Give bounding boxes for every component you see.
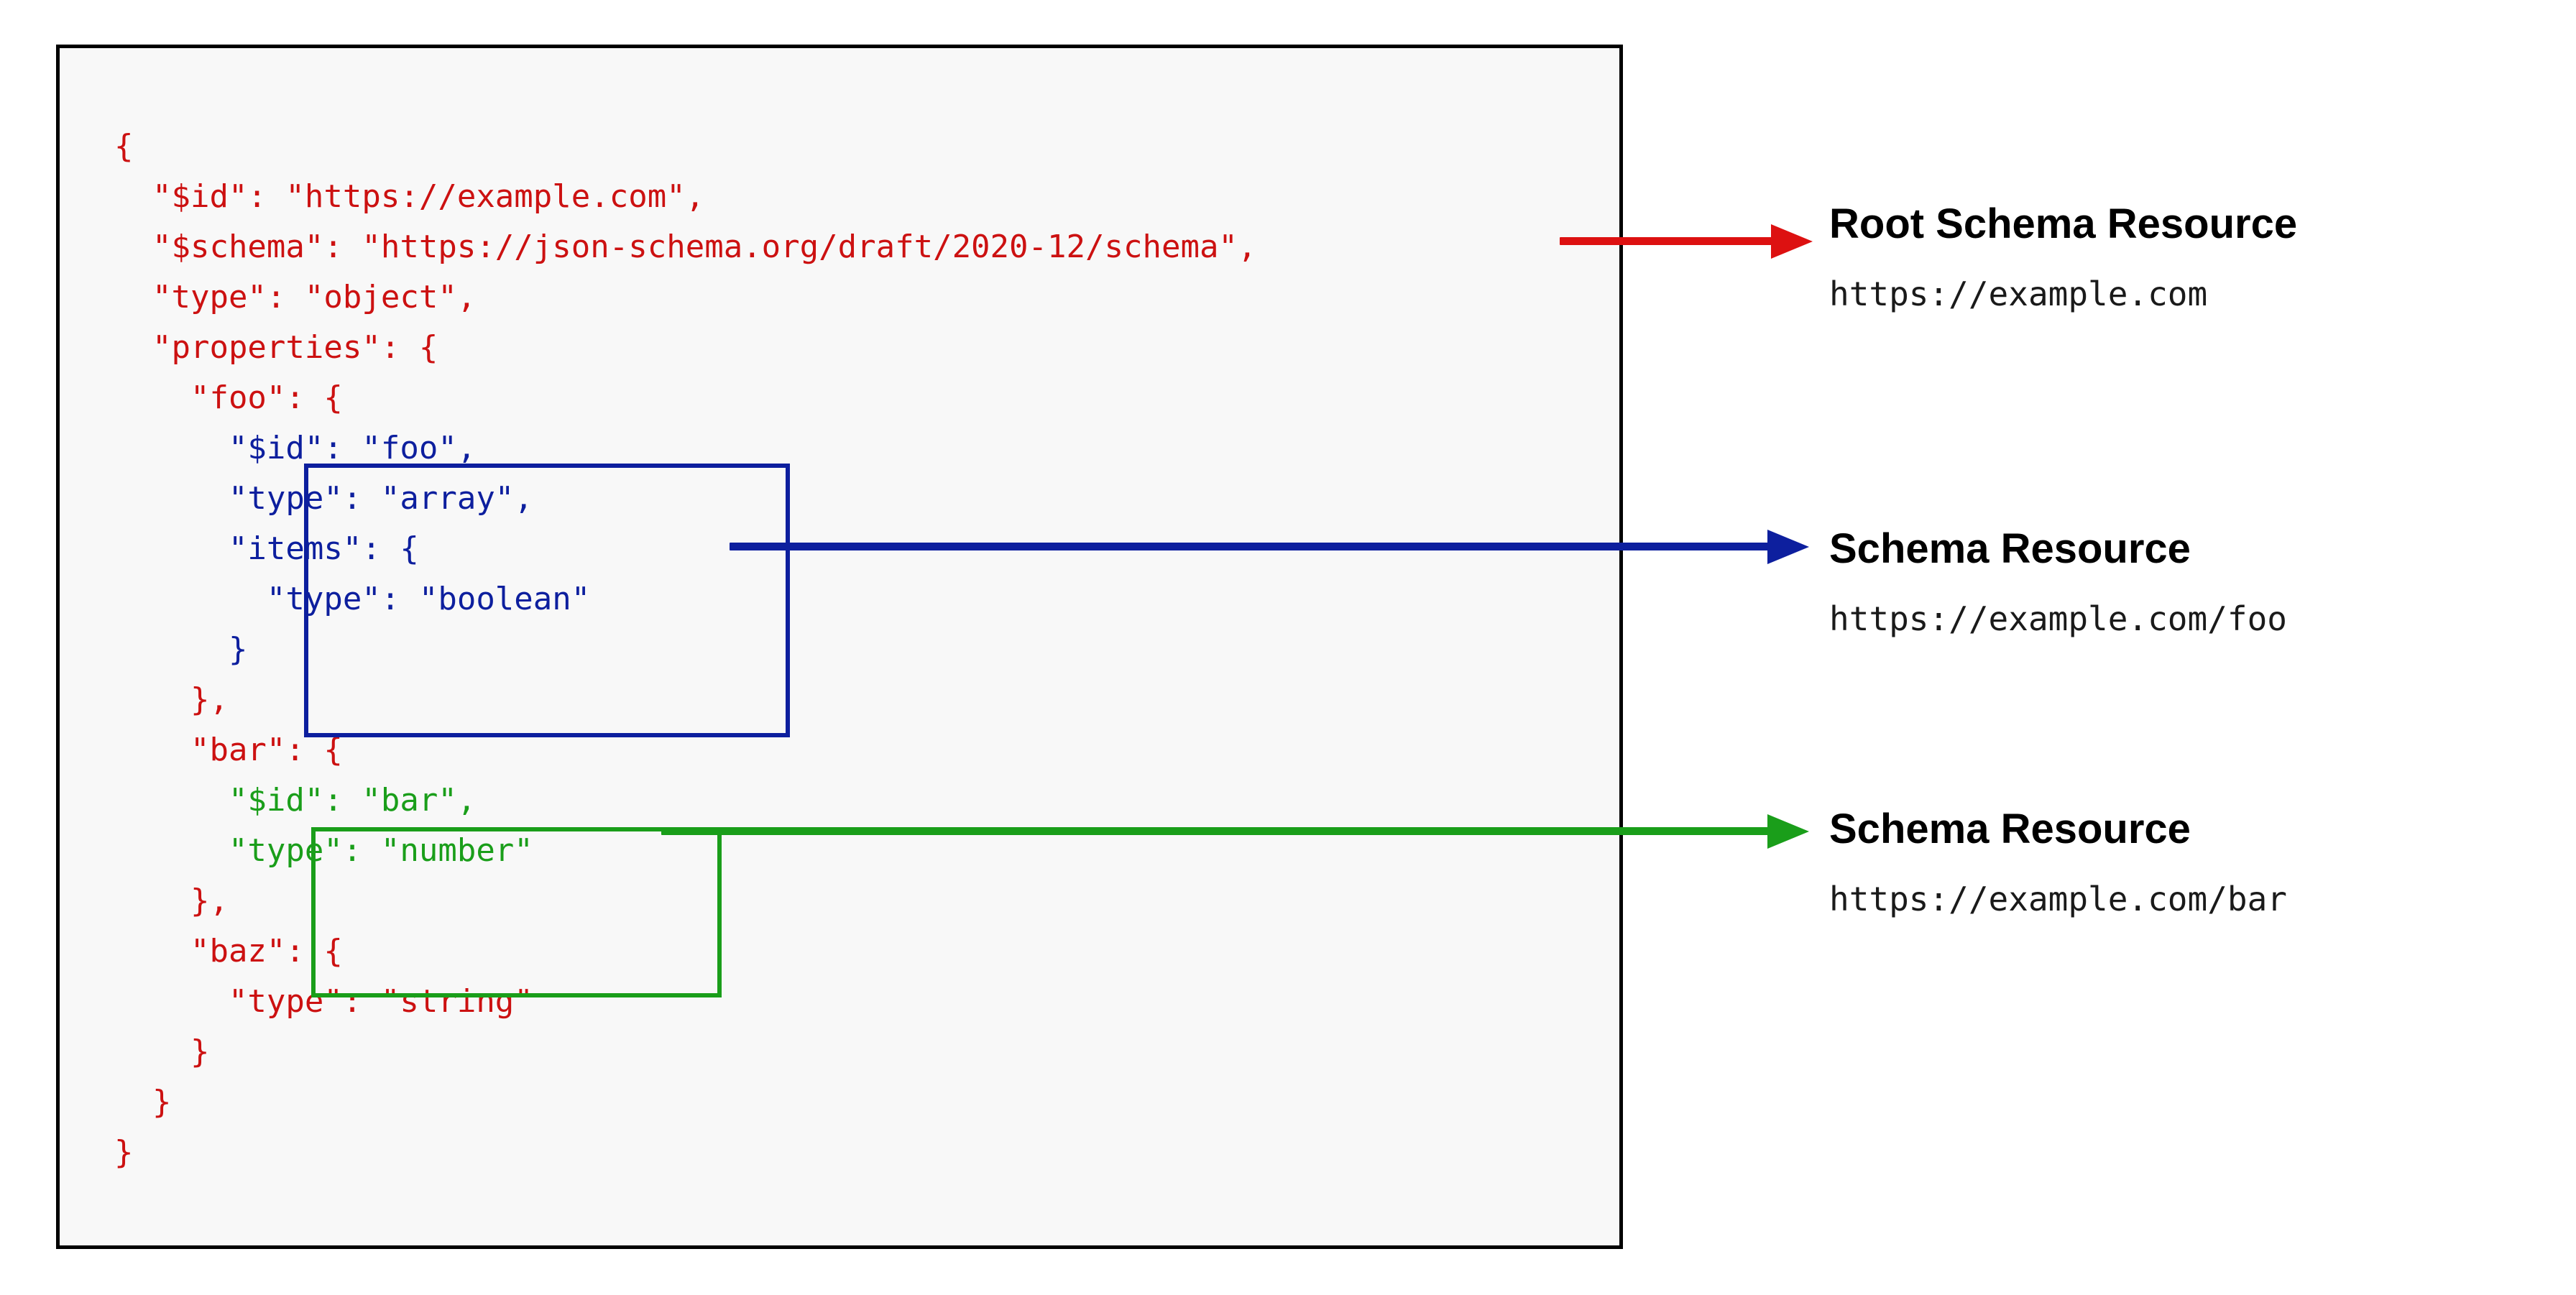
code-line: "$id": "foo", — [114, 430, 477, 466]
code-line: "baz": { — [114, 933, 343, 969]
code-line: "$id": "bar", — [114, 782, 477, 819]
arrow-bar-schema-head-icon — [1767, 814, 1809, 849]
code-panel: { "$id": "https://example.com", "$schema… — [56, 45, 1623, 1249]
annotation-foo-schema: Schema Resource https://example.com/foo — [1829, 526, 2287, 637]
code-line: "$schema": "https://json-schema.org/draf… — [114, 229, 1257, 265]
code-line: }, — [114, 882, 229, 919]
annotation-foo-schema-title: Schema Resource — [1829, 525, 2191, 572]
code-line: } — [114, 631, 248, 668]
json-schema-code-listing: { "$id": "https://example.com", "$schema… — [114, 121, 1256, 1178]
annotation-foo-schema-uri: https://example.com/foo — [1829, 599, 2287, 638]
code-line: } — [114, 1134, 134, 1171]
arrow-root-schema-head-icon — [1771, 224, 1813, 259]
code-line: "foo": { — [114, 379, 343, 416]
code-line: "type": "array", — [114, 480, 533, 517]
arrow-bar-schema-line — [661, 827, 1772, 835]
code-line: } — [114, 1084, 172, 1120]
annotation-root-schema-title: Root Schema Resource — [1829, 201, 2298, 247]
arrow-root-schema-line — [1560, 237, 1775, 245]
annotation-root-schema: Root Schema Resource https://example.com — [1829, 201, 2297, 312]
annotation-bar-schema-uri: https://example.com/bar — [1829, 879, 2287, 918]
annotation-bar-schema-title: Schema Resource — [1829, 806, 2191, 852]
code-line: } — [114, 1033, 210, 1070]
arrow-foo-schema-line — [730, 543, 1772, 550]
code-line: "type": "boolean" — [114, 581, 591, 617]
highlight-box-bar-schema — [311, 827, 722, 997]
code-line: "properties": { — [114, 329, 438, 366]
code-line: "bar": { — [114, 732, 343, 768]
code-line: "type": "string" — [114, 983, 533, 1020]
highlight-box-foo-schema — [304, 464, 790, 737]
code-line: "$id": "https://example.com", — [114, 178, 705, 215]
code-line: "type": "object", — [114, 279, 477, 315]
annotation-bar-schema: Schema Resource https://example.com/bar — [1829, 806, 2287, 917]
annotation-root-schema-uri: https://example.com — [1829, 274, 2208, 313]
code-line: { — [114, 128, 134, 165]
arrow-foo-schema-head-icon — [1767, 530, 1809, 564]
code-line: }, — [114, 681, 229, 718]
code-line: "type": "number" — [114, 832, 533, 869]
